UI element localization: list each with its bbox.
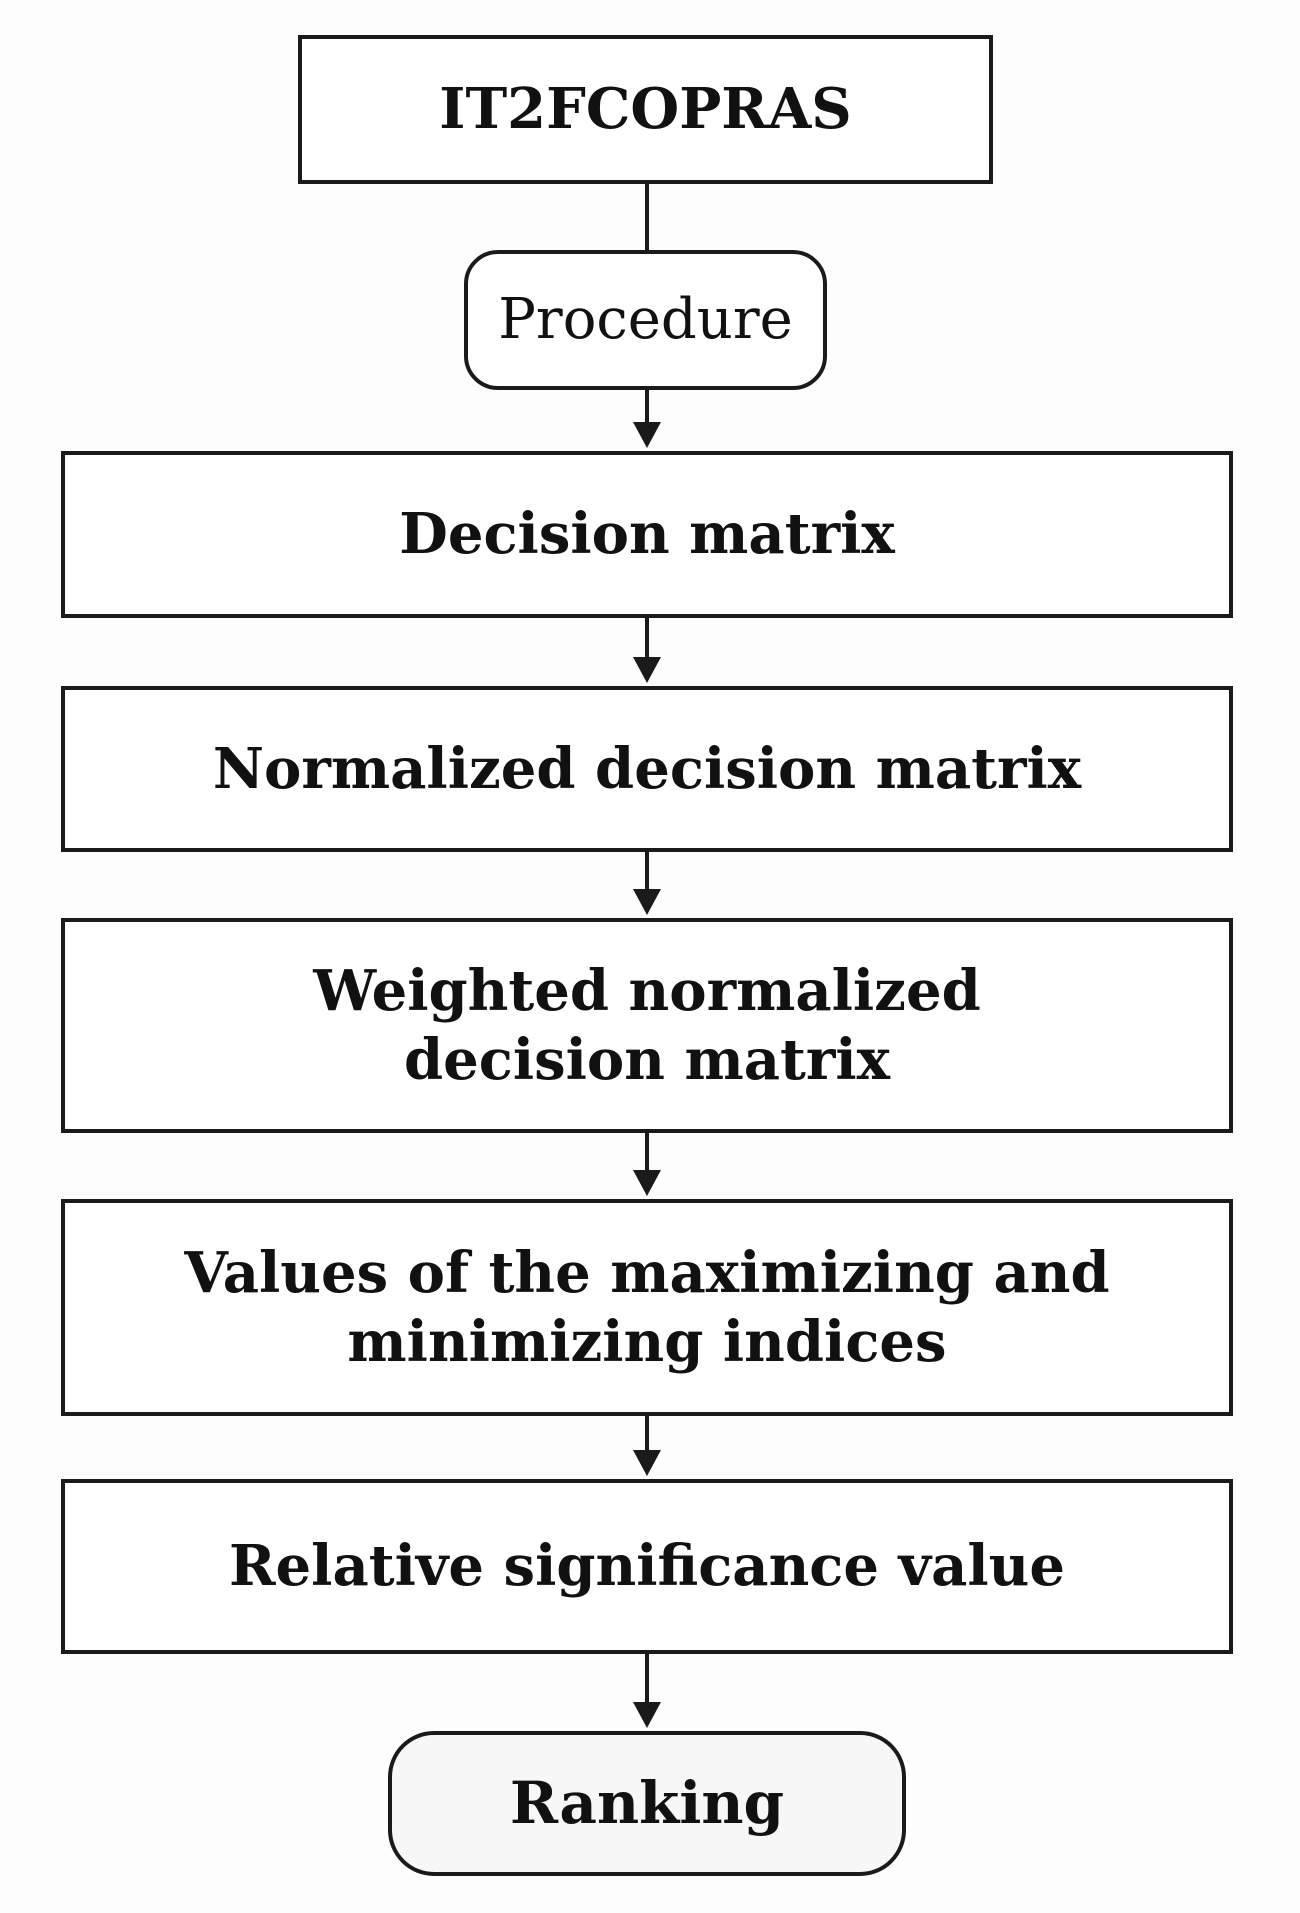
step-relative-significance-value: Relative significance value: [61, 1479, 1233, 1654]
step-label: Values of the maximizing and minimizing …: [184, 1240, 1110, 1375]
arrowhead-4: [633, 1170, 661, 1196]
step-decision-matrix: Decision matrix: [61, 451, 1233, 618]
step-maximizing-minimizing-indices: Values of the maximizing and minimizing …: [61, 1199, 1233, 1416]
arrowhead-2: [633, 657, 661, 683]
title-box: IT2FCOPRAS: [298, 35, 993, 184]
arrowhead-1: [633, 422, 661, 448]
arrowhead-6: [633, 1702, 661, 1728]
step-normalized-decision-matrix: Normalized decision matrix: [61, 686, 1233, 852]
procedure-label: Procedure: [498, 286, 793, 352]
step-label: Relative significance value: [229, 1533, 1065, 1600]
procedure-box: Procedure: [464, 250, 827, 390]
step-label: Decision matrix: [399, 501, 895, 568]
step-weighted-normalized-decision-matrix: Weighted normalized decision matrix: [61, 918, 1233, 1133]
title-label: IT2FCOPRAS: [439, 76, 852, 143]
arrowhead-3: [633, 889, 661, 915]
step-label: Weighted normalized decision matrix: [313, 958, 981, 1093]
step-label: Normalized decision matrix: [212, 735, 1082, 802]
ranking-box: Ranking: [388, 1731, 906, 1876]
arrowhead-5: [633, 1450, 661, 1476]
ranking-label: Ranking: [509, 1769, 785, 1838]
